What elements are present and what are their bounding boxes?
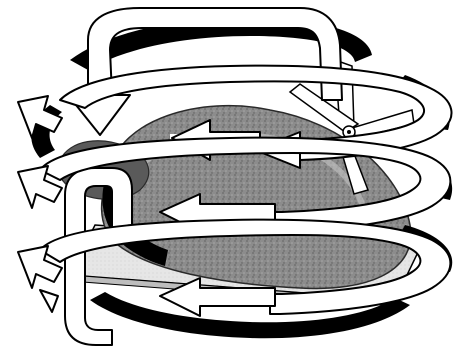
airflow-illustration bbox=[0, 0, 469, 353]
airflow-diagram-svg bbox=[0, 0, 469, 353]
